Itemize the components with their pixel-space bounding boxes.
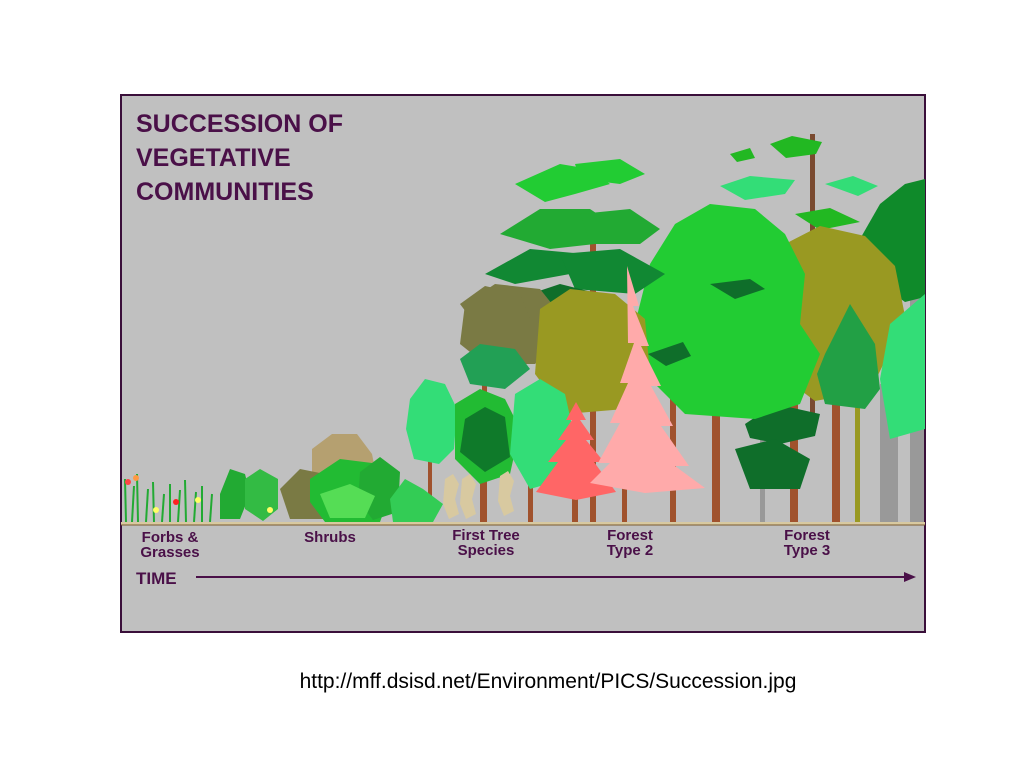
time-arrow-head bbox=[904, 572, 916, 582]
medium-green-tree bbox=[817, 304, 880, 409]
stage-label-first-tree-line-1: First Tree bbox=[452, 527, 520, 544]
forest-type-3-trees bbox=[720, 134, 925, 522]
title-line-2: VEGETATIVE bbox=[136, 144, 291, 172]
flowers bbox=[125, 475, 273, 513]
stage-labels: Forbs & Grasses Shrubs First Tree Specie… bbox=[140, 527, 830, 561]
title-line-1: SUCCESSION OF bbox=[136, 110, 343, 138]
pink-pine-tree bbox=[590, 266, 705, 522]
time-label: TIME bbox=[136, 569, 177, 588]
stage-label-forest-2-line-2: Type 2 bbox=[607, 542, 653, 559]
stage-label-forest-3-line-1: Forest bbox=[784, 527, 830, 544]
forbs-and-grasses bbox=[124, 473, 213, 523]
stage-label-forest-2-line-1: Forest bbox=[607, 527, 653, 544]
salmon-pine-tree bbox=[536, 402, 616, 522]
stage-label-forbs-line-1: Forbs & bbox=[142, 529, 199, 546]
stage-label-forest-3-line-2: Type 3 bbox=[784, 542, 830, 559]
source-url-text: http://mff.dsisd.net/Environment/PICS/Su… bbox=[299, 670, 797, 693]
shrubs bbox=[220, 434, 514, 522]
stage-label-forbs-line-2: Grasses bbox=[140, 544, 199, 561]
succession-diagram: SUCCESSION OF VEGETATIVE COMMUNITIES bbox=[120, 94, 926, 633]
diagram-title: SUCCESSION OF VEGETATIVE COMMUNITIES bbox=[136, 110, 343, 206]
stage-label-first-tree-line-2: Species bbox=[458, 542, 515, 559]
source-url-caption: http://mff.dsisd.net/Environment/PICS/Su… bbox=[0, 670, 1024, 694]
ground-line bbox=[121, 522, 925, 525]
stage-label-shrubs: Shrubs bbox=[304, 529, 356, 546]
brown-olive-tree-left bbox=[460, 286, 530, 329]
vegetation bbox=[124, 134, 925, 523]
tall-pine-tree bbox=[720, 136, 878, 230]
light-green-tree bbox=[880, 294, 925, 439]
title-line-3: COMMUNITIES bbox=[136, 178, 314, 206]
